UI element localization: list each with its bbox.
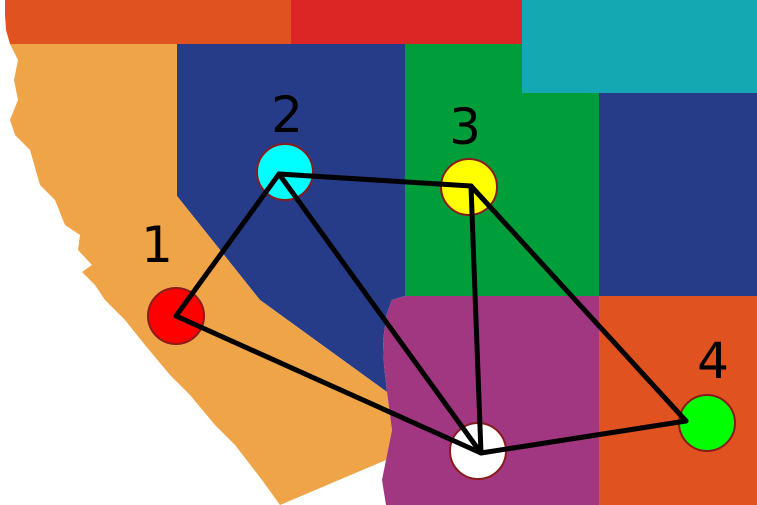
region-oregon bbox=[5, 0, 291, 44]
region-nevada bbox=[177, 44, 405, 392]
edge-2-5 bbox=[276, 171, 484, 456]
edge-layer bbox=[173, 171, 689, 456]
edge-1-2 bbox=[173, 171, 282, 319]
region-utah bbox=[405, 44, 599, 296]
region-idaho bbox=[291, 0, 522, 44]
edge-2-3 bbox=[276, 171, 474, 189]
label-layer: 1 2 3 4 bbox=[141, 86, 729, 390]
node-3-label: 3 bbox=[449, 98, 481, 156]
region-california bbox=[10, 44, 392, 505]
edge-1-5 bbox=[173, 313, 484, 456]
node-1-label: 1 bbox=[141, 216, 173, 274]
edge-3-4 bbox=[468, 183, 689, 424]
region-wyoming bbox=[522, 0, 757, 93]
edge-3-5 bbox=[468, 183, 484, 456]
region-new-mexico bbox=[599, 296, 757, 505]
node-2-label: 2 bbox=[271, 86, 303, 144]
region-colorado bbox=[599, 93, 757, 296]
region-arizona bbox=[382, 296, 599, 505]
edge-4-5 bbox=[478, 418, 689, 456]
node-4-label: 4 bbox=[697, 332, 729, 390]
